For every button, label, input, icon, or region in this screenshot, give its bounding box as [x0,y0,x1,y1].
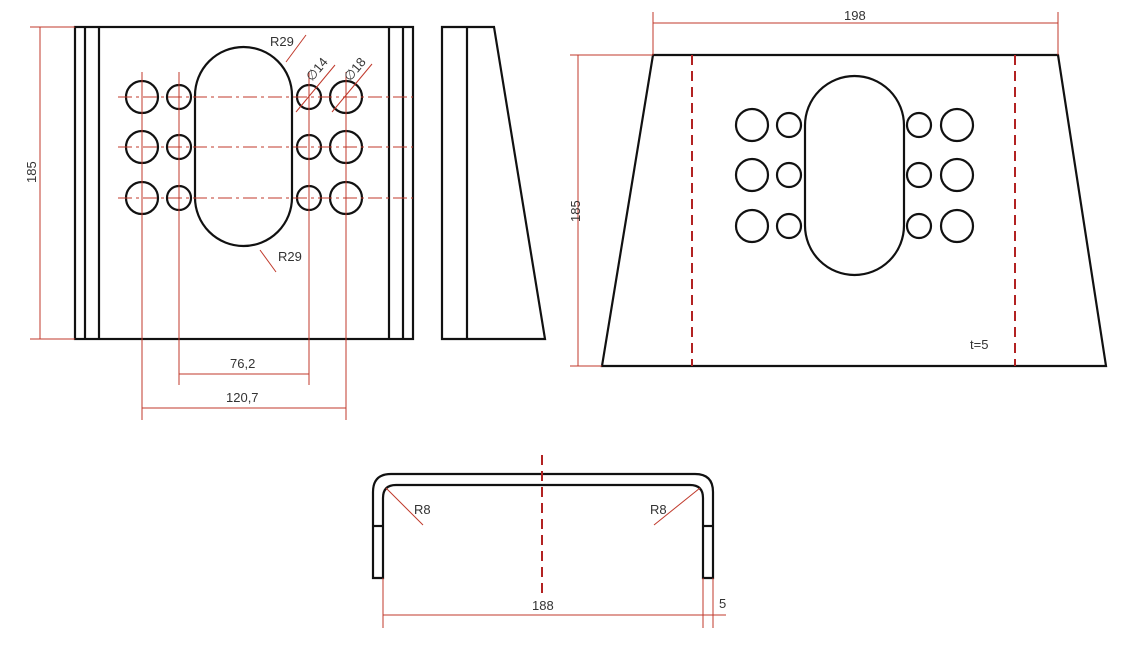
hole [905,212,933,240]
hole [734,107,770,143]
bend-radius-right-label: R8 [650,502,667,517]
hole [905,161,933,189]
inner-spacing-label: 76,2 [230,356,255,371]
plate-outline [73,25,415,341]
outer-spacing-label: 120,7 [226,390,259,405]
side-view [440,25,547,341]
hole [775,212,803,240]
height-dim-label: 185 [568,200,583,222]
bent-profile-view: R8 R8 188 5 [371,455,726,628]
hole [734,208,770,244]
thickness-dim-label: 5 [719,596,726,611]
flat-pattern-view: 198 185 t=5 [568,8,1108,368]
width-dim-label: 188 [532,598,554,613]
hole [775,111,803,139]
front-view: 185 76,2 120,7 R29 R29 ∅14 ∅18 [24,25,415,420]
slot-radius-top-label: R29 [270,34,294,49]
hole [939,157,975,193]
width-dim-label: 198 [844,8,866,23]
small-hole-dia-label: ∅14 [303,55,331,84]
hole [939,208,975,244]
large-hole-dia-label: ∅18 [341,55,369,84]
hole [775,161,803,189]
hole [905,111,933,139]
bend-radius-left-label: R8 [414,502,431,517]
slot-radius-bottom-label: R29 [278,249,302,264]
thickness-label: t=5 [970,337,988,352]
hole-pattern [734,107,975,244]
hole [734,157,770,193]
hole [939,107,975,143]
height-dim-label: 185 [24,161,39,183]
